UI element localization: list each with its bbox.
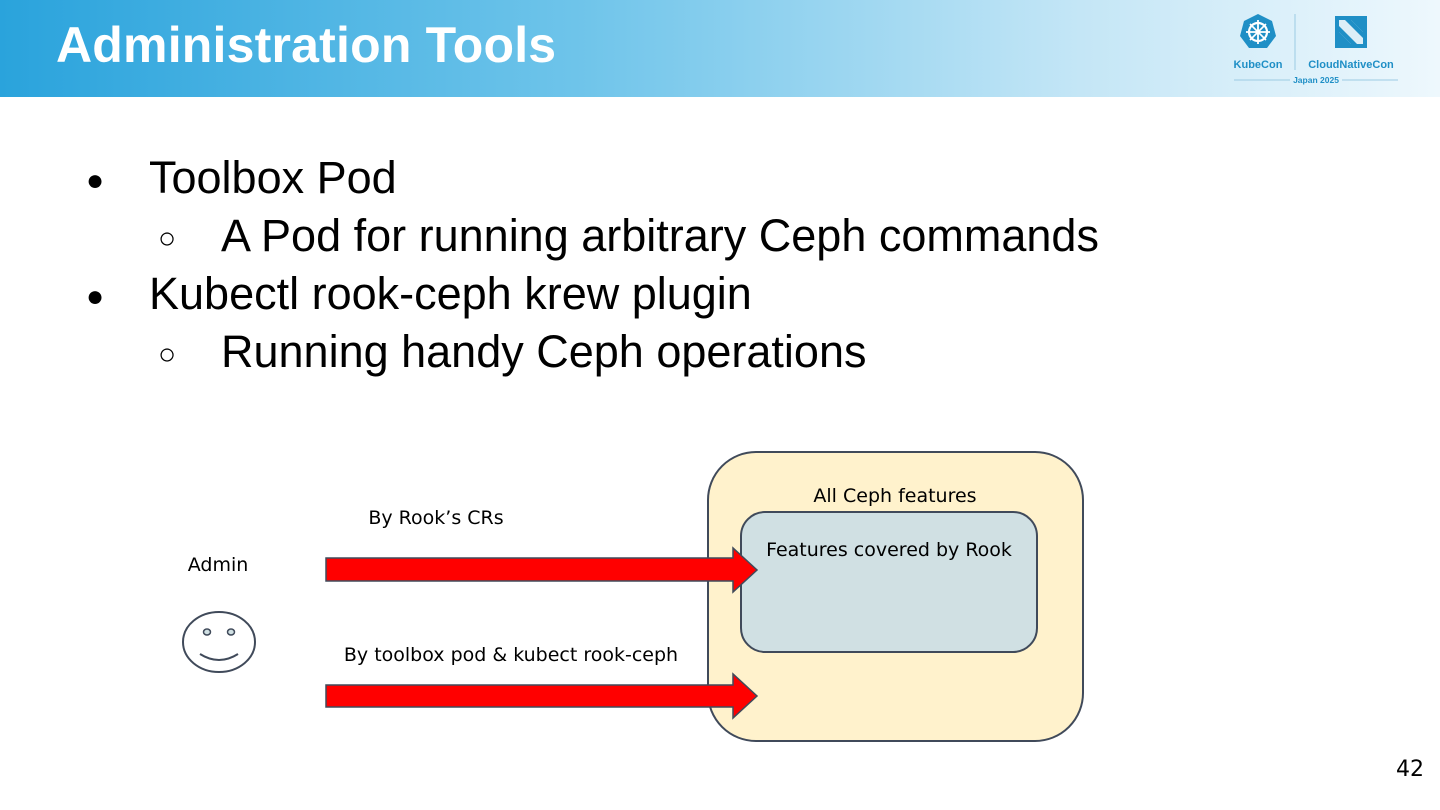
bullet-marker: ● [86, 280, 105, 313]
all-ceph-features-label: All Ceph features [813, 485, 976, 507]
arrow-rook-crs [325, 546, 759, 594]
page-number: 42 [1396, 757, 1424, 782]
rook-features-box [740, 511, 1038, 653]
smiley-face-icon [182, 611, 256, 673]
slide-title: Administration Tools [56, 17, 557, 73]
logo-cloudnativecon-text: CloudNativeCon [1308, 59, 1394, 71]
logo-japan-2025-text: Japan 2025 [1293, 75, 1339, 85]
rook-features-label: Features covered by Rook [766, 539, 1012, 561]
arrow-rook-crs-label: By Rook’s CRs [368, 507, 503, 529]
arrow-toolbox-label: By toolbox pod & kubect rook-ceph [344, 644, 678, 666]
slide-header: Administration Tools KubeCon CloudNative… [0, 0, 1440, 97]
kubecon-logo: KubeCon CloudNativeCon Japan 2025 [1234, 14, 1398, 85]
cloudnativecon-icon [1335, 16, 1367, 48]
bullet-toolbox-pod: Toolbox Pod [149, 152, 397, 203]
sub-bullet-toolbox-description: A Pod for running arbitrary Ceph command… [221, 210, 1099, 261]
admin-label: Admin [188, 554, 249, 576]
logo-kubecon-text: KubeCon [1234, 59, 1283, 71]
arrow-toolbox-kubectl [325, 672, 759, 720]
sub-bullet-plugin-description: Running handy Ceph operations [221, 326, 867, 377]
bullet-marker: ● [86, 164, 105, 197]
bullet-kubectl-plugin: Kubectl rook-ceph krew plugin [149, 268, 752, 319]
sub-bullet-marker: ○ [158, 222, 177, 255]
sub-bullet-marker: ○ [158, 338, 177, 371]
kubernetes-helm-icon [1240, 14, 1276, 48]
